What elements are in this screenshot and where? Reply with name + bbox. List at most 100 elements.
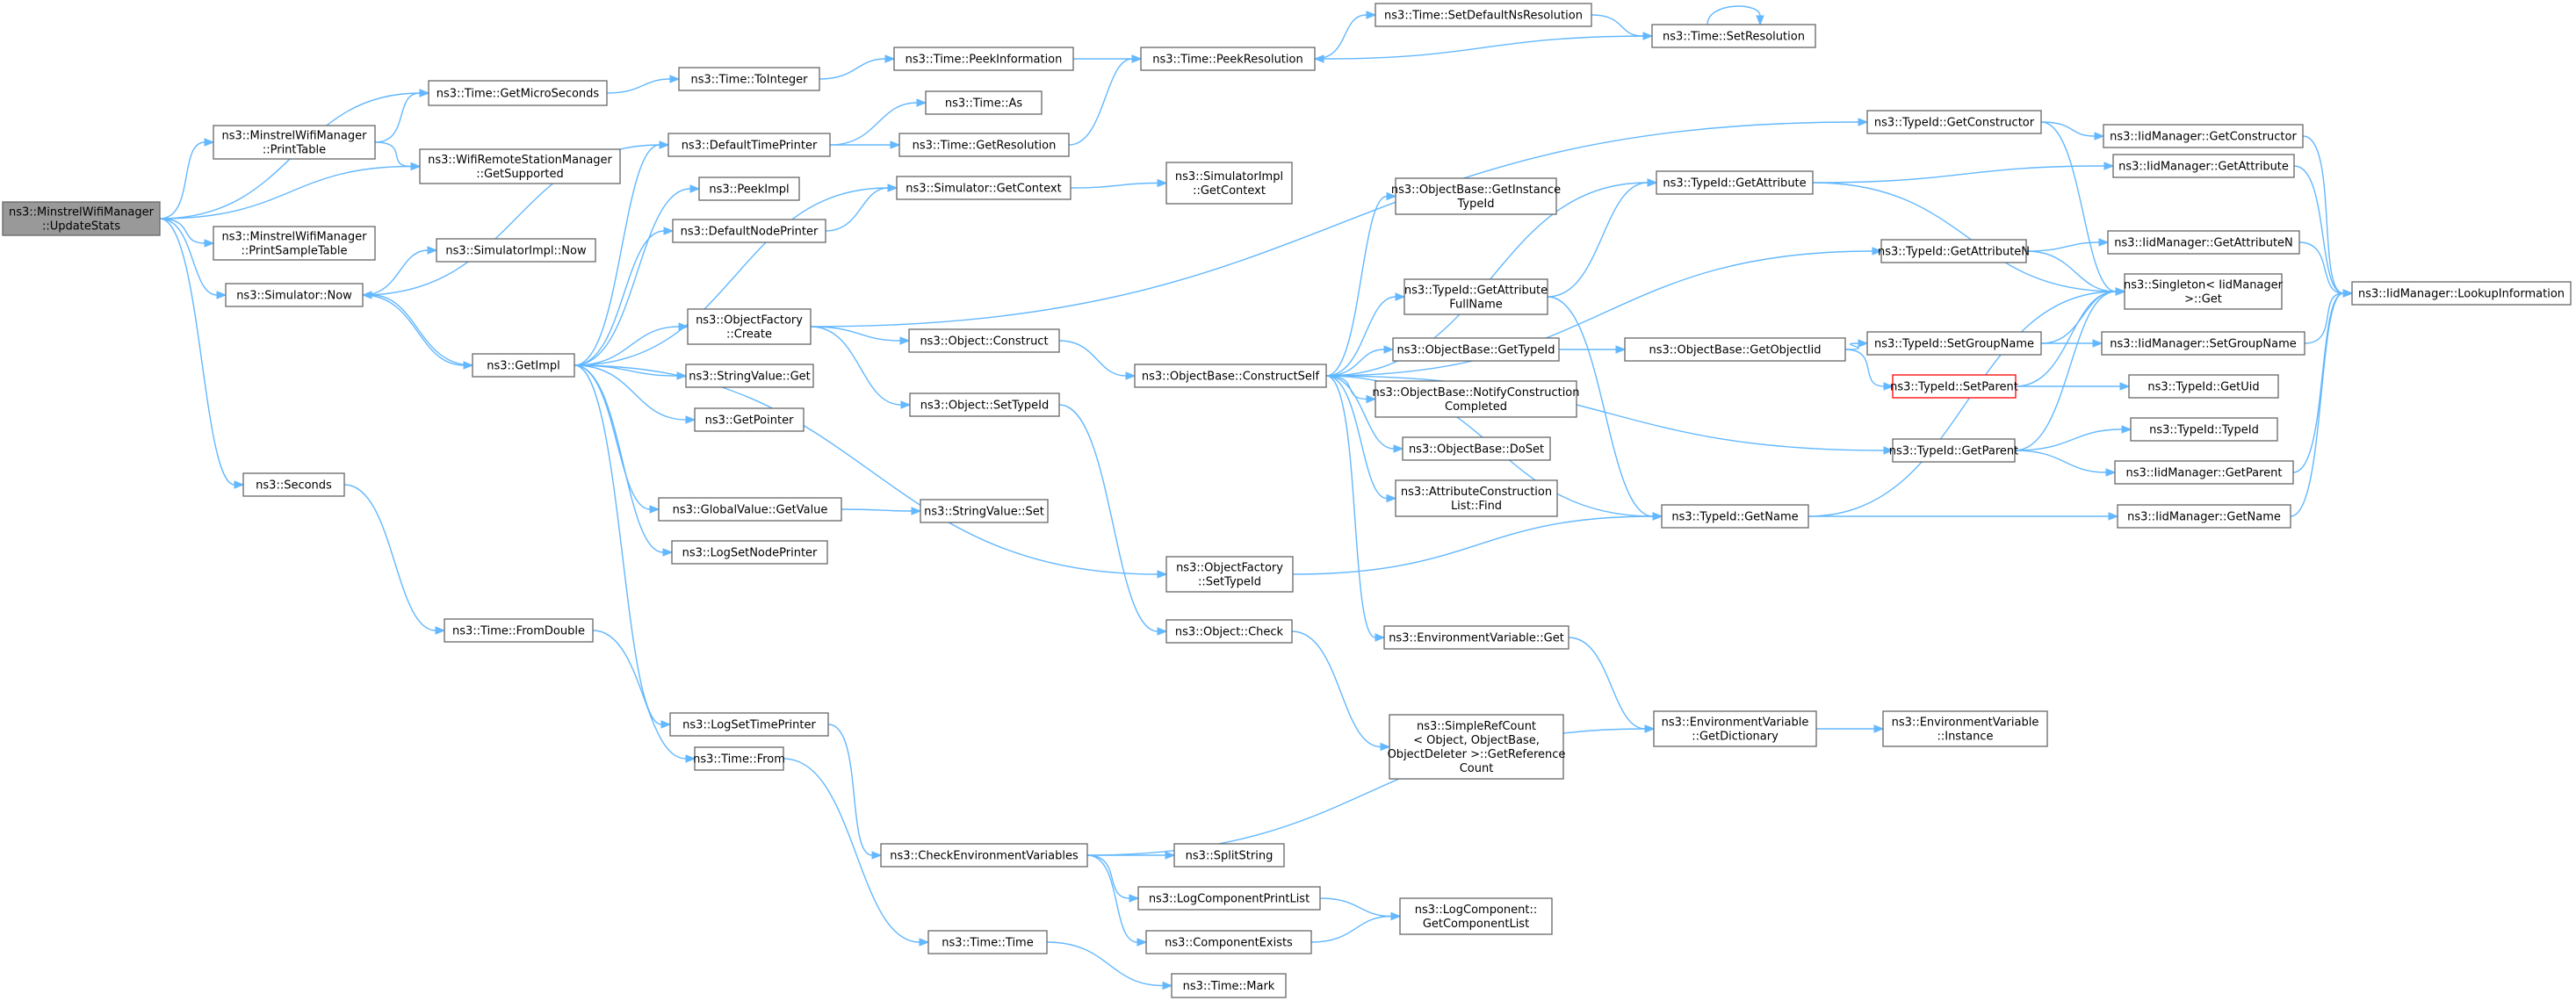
node-box <box>927 930 1048 954</box>
edge-imGetConstructor-to-imLookup <box>2302 135 2354 298</box>
edge-line <box>1314 14 1367 60</box>
node-tidGetName[interactable]: ns3::TypeId::GetName <box>1661 504 1809 529</box>
node-peekImpl[interactable]: ns3::PeekImpl <box>698 176 800 201</box>
node-obGetObjectIid[interactable]: ns3::ObjectBase::GetObjectIid <box>1624 337 1846 362</box>
node-imLookup[interactable]: ns3::IidManager::LookupInformation <box>2351 281 2572 306</box>
node-strValGet[interactable]: ns3::StringValue::Get <box>685 364 814 388</box>
node-objSetTypeId[interactable]: ns3::Object::SetTypeId <box>909 392 1060 417</box>
edge-checkEnv-to-compExists <box>1086 854 1148 947</box>
node-obDoSet[interactable]: ns3::ObjectBase::DoSet <box>1402 436 1551 461</box>
node-timeMark[interactable]: ns3::Time::Mark <box>1171 973 1287 998</box>
node-singletonGet[interactable]: ns3::Singleton< IidManager>::Get <box>2124 273 2284 310</box>
edge-line <box>1070 182 1158 189</box>
node-box <box>1165 619 1293 644</box>
edge-arrowhead <box>1883 446 1894 455</box>
node-getImpl[interactable]: ns3::GetImpl <box>472 353 575 378</box>
node-simpleRef[interactable]: ns3::SimpleRefCount< Object, ObjectBase,… <box>1388 714 1566 780</box>
node-box <box>1403 278 1548 315</box>
node-timeFrom[interactable]: ns3::Time::From <box>693 746 785 771</box>
edge-line <box>159 218 206 244</box>
node-toInteger[interactable]: ns3::Time::ToInteger <box>678 67 820 91</box>
node-simImplNow[interactable]: ns3::SimulatorImpl::Now <box>436 238 596 263</box>
node-defTimePrinter[interactable]: ns3::DefaultTimePrinter <box>667 133 831 157</box>
edge-arrowhead <box>1380 742 1391 752</box>
node-getRes[interactable]: ns3::Time::GetResolution <box>898 133 1070 157</box>
edge-arrowhead <box>1165 851 1176 860</box>
node-logSetTime[interactable]: ns3::LogSetTimePrinter <box>669 712 829 737</box>
node-obGetTypeId[interactable]: ns3::ObjectBase::GetTypeId <box>1392 337 1560 362</box>
node-box <box>225 283 364 307</box>
edge-arrowhead <box>689 184 701 193</box>
node-setRes[interactable]: ns3::Time::SetResolution <box>1651 24 1816 48</box>
node-label: ::PrintSampleTable <box>241 245 347 258</box>
node-label: ns3::ObjectBase::GetInstance <box>1391 184 1561 197</box>
node-label: ns3::TypeId::SetGroupName <box>1874 338 2034 351</box>
edge-line <box>1568 637 1646 730</box>
node-timeAs[interactable]: ns3::Time::As <box>925 90 1043 115</box>
node-tidTypeId[interactable]: ns3::TypeId::TypeId <box>2130 417 2278 442</box>
node-getMicro[interactable]: ns3::Time::GetMicroSeconds <box>428 80 608 106</box>
node-getCompList[interactable]: ns3::LogComponent::GetComponentList <box>1399 897 1553 935</box>
node-printTable[interactable]: ns3::MinstrelWifiManager::PrintTable <box>213 125 376 160</box>
node-splitString[interactable]: ns3::SplitString <box>1173 843 1285 868</box>
edge-arrowhead <box>1883 382 1894 391</box>
node-box <box>920 499 1049 523</box>
node-ofSetTypeId[interactable]: ns3::ObjectFactory::SetTypeId <box>1165 556 1294 593</box>
node-objConstruct[interactable]: ns3::Object::Construct <box>908 328 1060 353</box>
edge-ofCreate-to-objSetTypeId <box>810 326 912 409</box>
node-tidSetGroupName[interactable]: ns3::TypeId::SetGroupName <box>1866 331 2042 356</box>
node-strValSet[interactable]: ns3::StringValue::Set <box>920 499 1049 523</box>
node-imSetGroupName[interactable]: ns3::IidManager::SetGroupName <box>2101 331 2305 356</box>
node-tidGetParent[interactable]: ns3::TypeId::GetParent <box>1889 438 2019 463</box>
node-envGet[interactable]: ns3::EnvironmentVariable::Get <box>1383 625 1569 650</box>
edge-arrowhead <box>1383 345 1395 354</box>
node-obNotify[interactable]: ns3::ObjectBase::NotifyConstructionCompl… <box>1373 380 1580 418</box>
node-box <box>1866 331 2042 356</box>
node-tidSetParent[interactable]: ns3::TypeId::SetParent <box>1890 374 2018 399</box>
node-logCompPrint[interactable]: ns3::LogComponentPrintList <box>1137 886 1321 911</box>
node-gvGetValue[interactable]: ns3::GlobalValue::GetValue <box>658 497 842 522</box>
node-imGetParent[interactable]: ns3::IidManager::GetParent <box>2114 460 2294 485</box>
node-simNow[interactable]: ns3::Simulator::Now <box>225 283 364 307</box>
edge-line <box>810 326 902 406</box>
node-label: ns3::Time::FromDouble <box>452 625 585 638</box>
node-setDefNs[interactable]: ns3::Time::SetDefaultNsResolution <box>1375 3 1592 27</box>
node-constructSelf[interactable]: ns3::ObjectBase::ConstructSelf <box>1134 364 1327 388</box>
node-envGetDict[interactable]: ns3::EnvironmentVariable::GetDictionary <box>1653 710 1817 747</box>
node-printSample[interactable]: ns3::MinstrelWifiManager::PrintSampleTab… <box>213 226 376 261</box>
edge-line <box>1707 5 1761 25</box>
node-imGetAttribute[interactable]: ns3::IidManager::GetAttribute <box>2112 154 2295 178</box>
node-getPointer[interactable]: ns3::GetPointer <box>694 407 805 432</box>
node-label: ns3::WifiRemoteStationManager <box>428 154 612 167</box>
node-compExists[interactable]: ns3::ComponentExists <box>1145 930 1312 954</box>
node-envInstance[interactable]: ns3::EnvironmentVariable::Instance <box>1882 710 2048 747</box>
node-label: ns3::ComponentExists <box>1165 937 1293 950</box>
node-objCheck[interactable]: ns3::Object::Check <box>1165 619 1293 644</box>
node-defNodePrinter[interactable]: ns3::DefaultNodePrinter <box>672 219 826 243</box>
node-imGetName[interactable]: ns3::IidManager::GetName <box>2117 504 2291 529</box>
node-timeTime[interactable]: ns3::Time::Time <box>927 930 1048 954</box>
node-simGetContext[interactable]: ns3::Simulator::GetContext <box>896 176 1072 200</box>
edge-line <box>1046 941 1164 987</box>
edge-arrowhead <box>427 246 438 255</box>
node-checkEnv[interactable]: ns3::CheckEnvironmentVariables <box>880 843 1088 868</box>
node-tidGetAttribute[interactable]: ns3::TypeId::GetAttribute <box>1656 170 1814 195</box>
node-imGetConstructor[interactable]: ns3::IidManager::GetConstructor <box>2103 124 2304 148</box>
node-seconds[interactable]: ns3::Seconds <box>242 472 345 497</box>
node-tidGetConstructor[interactable]: ns3::TypeId::GetConstructor <box>1866 110 2042 134</box>
node-tidGetUid[interactable]: ns3::TypeId::GetUid <box>2128 374 2279 399</box>
edge-line <box>159 165 412 220</box>
node-imGetAttributeN[interactable]: ns3::IidManager::GetAttributeN <box>2107 230 2300 255</box>
node-simImplGetContext[interactable]: ns3::SimulatorImpl::GetContext <box>1165 162 1293 205</box>
node-tidGetAttributeN[interactable]: ns3::TypeId::GetAttributeN <box>1878 239 2030 263</box>
node-logSetNode[interactable]: ns3::LogSetNodePrinter <box>671 540 828 565</box>
node-getSupported[interactable]: ns3::WifiRemoteStationManager::GetSuppor… <box>419 148 621 184</box>
node-peekInfo[interactable]: ns3::Time::PeekInformation <box>893 47 1074 71</box>
node-ofCreate[interactable]: ns3::ObjectFactory::Create <box>687 308 812 345</box>
node-root[interactable]: ns3::MinstrelWifiManager::UpdateStats <box>2 201 161 236</box>
node-fromDouble[interactable]: ns3::Time::FromDouble <box>444 618 594 643</box>
node-peekRes[interactable]: ns3::Time::PeekResolution <box>1140 47 1316 71</box>
